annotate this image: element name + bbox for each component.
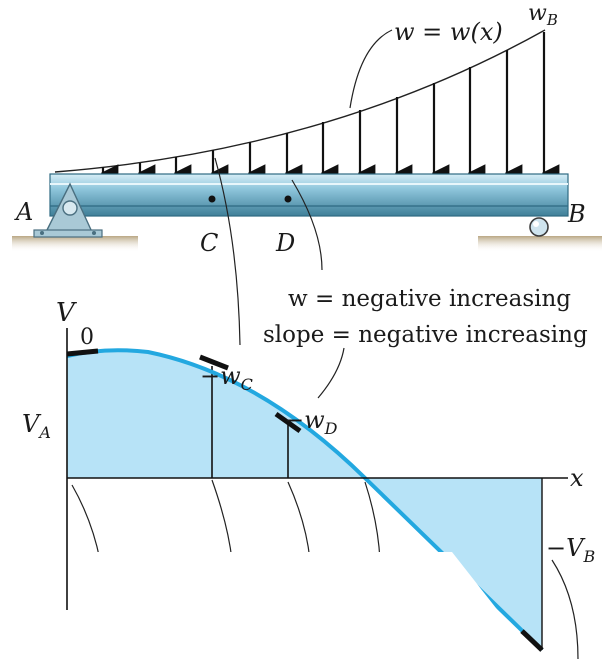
v-axis-label: V (56, 298, 77, 328)
point-c-dot (208, 195, 216, 203)
wc-label: −wC (200, 362, 253, 394)
slope-tick-zero (66, 348, 99, 357)
vb-label: −VB (546, 534, 595, 566)
va-label: VA (22, 410, 51, 442)
x-axis-label: x (570, 464, 584, 492)
slope-tick-d (274, 411, 302, 434)
slope-tick-c (199, 354, 229, 371)
load-label-leader (349, 29, 393, 109)
beam-body (49, 173, 569, 217)
label-a: A (14, 198, 33, 226)
load-label: w = w(x) (394, 18, 503, 46)
note-line-2: slope = negative increasing (263, 322, 588, 348)
beam (49, 173, 569, 217)
wb-label: wB (528, 1, 558, 29)
pin-support-a (12, 182, 138, 252)
axes: V x (56, 298, 584, 610)
white-occluder (96, 552, 536, 659)
load-arrows (100, 32, 560, 182)
shear-fill (67, 350, 542, 650)
zero-label: 0 (80, 325, 94, 350)
load-curve (54, 29, 546, 173)
label-c: C (200, 229, 218, 257)
label-d: D (275, 229, 295, 257)
label-b: B (567, 200, 586, 228)
wd-label: −wD (284, 406, 338, 438)
slope-tick-b (520, 629, 544, 652)
roller-support-b (478, 217, 602, 252)
note-line-1: w = negative increasing (288, 286, 571, 312)
point-d-dot (284, 195, 292, 203)
distributed-load: w = w(x) wB (54, 1, 560, 182)
